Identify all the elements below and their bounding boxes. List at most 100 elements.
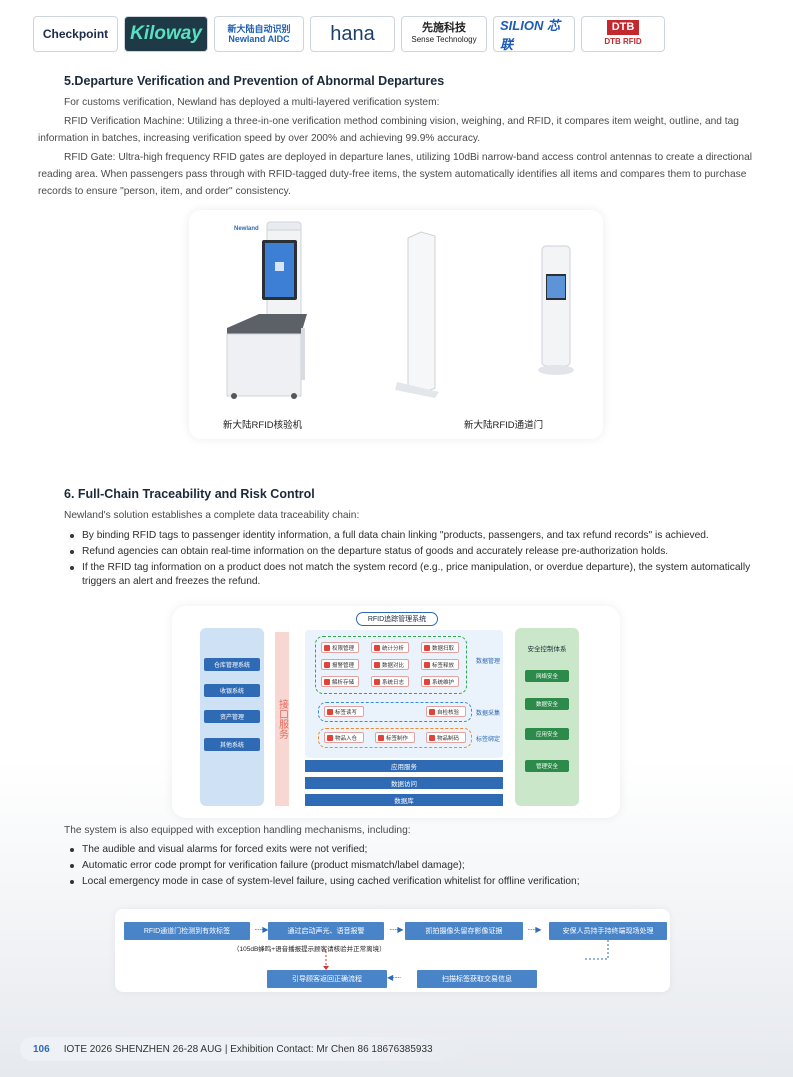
module-label: 物品入仓: [335, 735, 358, 742]
security-item: 管理安全: [525, 760, 569, 772]
product-photo-card: Newland 新大陆RFID核验机 新大陆RFID通道门: [189, 210, 603, 439]
section-6-intro: Newland's solution establishes a complet…: [64, 510, 360, 521]
module-icon: [424, 661, 430, 668]
module-chip: 物品入仓: [324, 732, 364, 743]
layer-data-access: 数据访问: [305, 777, 503, 789]
logo-text: SILION 芯联: [500, 18, 560, 52]
sponsor-logo-bar: Checkpoint Kiloway 新大陆自动识别 Newland AIDC …: [33, 16, 665, 54]
flow-note: （105dB蜂鸣+语音播报提示顾客请核验并正常离境）: [233, 946, 386, 953]
newland-brand-label: Newland: [234, 226, 259, 232]
logo-subtext: Sense Technology: [411, 35, 477, 44]
module-icon: [429, 734, 435, 741]
flow-arrow-icon: ·····▶: [254, 925, 269, 934]
logo-text: Kiloway: [130, 23, 202, 44]
module-chip: 解析存储: [321, 676, 359, 687]
diagram-title-text: RFID追踪管理系统: [367, 616, 427, 623]
architecture-diagram: RFID追踪管理系统 仓库管理系统 收银系统 资产管理 其他系统 接口服务 权限…: [172, 606, 620, 818]
module-label: 标签制作: [386, 735, 409, 742]
section-5-title: 5.Departure Verification and Prevention …: [64, 74, 445, 88]
flow-step: 抓拍摄像头留存影像证据: [405, 922, 523, 940]
section-6-bullet-list: By binding RFID tags to passenger identi…: [62, 529, 757, 591]
logo-text: DTB: [606, 20, 640, 35]
module-label: 权限管理: [332, 645, 355, 652]
newland-logo: 新大陆自动识别 Newland AIDC: [214, 16, 304, 52]
module-icon: [374, 644, 380, 651]
exceptions-bullet-list: The audible and visual alarms for forced…: [62, 843, 757, 891]
group-label-tag-binding: 标签绑定: [476, 737, 501, 743]
logo-text: Checkpoint: [42, 27, 109, 41]
flow-arrow-icon: ◀·····: [387, 973, 402, 982]
module-icon: [324, 661, 330, 668]
module-chip: 系统维护: [421, 676, 459, 687]
module-chip: 数据对比: [371, 659, 409, 670]
module-icon: [424, 678, 430, 685]
product-illustration: [226, 221, 574, 399]
security-item: 应用安全: [525, 728, 569, 740]
sense-logo: 先施科技 Sense Technology: [401, 16, 487, 52]
list-item: Refund agencies can obtain real-time inf…: [62, 545, 757, 559]
module-chip: 数据扫取: [421, 642, 459, 653]
section-6-title: 6. Full-Chain Traceability and Risk Cont…: [64, 487, 315, 501]
section-5-paragraph-2: RFID Gate: Ultra-high frequency RFID gat…: [38, 152, 753, 197]
flow-step: 通过启动声光、语音报警: [268, 922, 384, 940]
module-chip: 物品制码: [426, 732, 466, 743]
diagram-title: RFID追踪管理系统: [356, 612, 438, 626]
module-icon: [324, 678, 330, 685]
module-icon: [374, 661, 380, 668]
module-icon: [429, 708, 435, 715]
module-chip: 报警管理: [321, 659, 359, 670]
section-5-paragraph-1: RFID Verification Machine: Utilizing a t…: [38, 116, 739, 144]
dtb-logo: DTB DTB RFID: [581, 16, 665, 52]
logo-subtext: DTB RFID: [604, 37, 642, 46]
list-item: If the RFID tag information on a product…: [62, 561, 757, 589]
section-5-intro: For customs verification, Newland has de…: [64, 97, 440, 108]
list-item: By binding RFID tags to passenger identi…: [62, 529, 757, 543]
module-label: 物品制码: [437, 735, 460, 742]
external-system: 收银系统: [204, 684, 260, 697]
list-item: The audible and visual alarms for forced…: [62, 843, 757, 857]
module-label: 解析存储: [332, 679, 355, 686]
group-label-data-collection: 数据采集: [476, 711, 501, 717]
page-footer: 106 IOTE 2026 SHENZHEN 26-28 AUG | Exhib…: [20, 1037, 470, 1061]
module-chip: 系统日志: [371, 676, 409, 687]
module-icon: [374, 678, 380, 685]
security-item: 数据安全: [525, 698, 569, 710]
logo-text: 新大陆自动识别: [227, 24, 291, 34]
layer-application-service: 应用服务: [305, 760, 503, 772]
caption-verification-machine: 新大陆RFID核验机: [223, 420, 303, 431]
module-label: 数据对比: [382, 662, 405, 669]
module-label: 报警管理: [332, 662, 355, 669]
interface-service-bar: 接口服务: [275, 632, 289, 806]
page-number: 106: [33, 1043, 50, 1055]
flow-step: 引导顾客返回正确流程: [267, 970, 387, 988]
module-icon: [327, 734, 333, 741]
module-icon: [324, 644, 330, 651]
module-label: 自检核验: [437, 709, 460, 716]
external-system: 仓库管理系统: [204, 658, 260, 671]
module-icon: [378, 734, 384, 741]
external-systems-column: 仓库管理系统 收银系统 资产管理 其他系统: [200, 628, 264, 806]
logo-text: 先施科技: [422, 22, 466, 34]
flow-step: 扫描标签获取交易信息: [417, 970, 537, 988]
external-system: 资产管理: [204, 710, 260, 723]
layer-database: 数据库: [305, 794, 503, 806]
list-item: Automatic error code prompt for verifica…: [62, 859, 757, 873]
flow-connectors: [323, 940, 609, 970]
module-chip: 统计分析: [371, 642, 409, 653]
data-management-group: [315, 636, 467, 694]
module-chip: 权限管理: [321, 642, 359, 653]
flow-step: 安保人员持手持终端现场处理: [549, 922, 667, 940]
module-chip: 标签读写: [324, 706, 364, 717]
module-label: 标签释放: [432, 662, 455, 669]
module-chip: 标签制作: [375, 732, 415, 743]
module-label: 系统日志: [382, 679, 405, 686]
external-system: 其他系统: [204, 738, 260, 751]
flow-arrow-icon: ·····▶: [527, 925, 542, 934]
hana-logo: hana: [310, 16, 395, 52]
silion-logo: SILION 芯联: [493, 16, 575, 52]
group-label-data-management: 数据管理: [476, 659, 501, 665]
security-item: 网络安全: [525, 670, 569, 682]
list-item: Local emergency mode in case of system-l…: [62, 875, 757, 889]
caption-rfid-gate: 新大陆RFID通道门: [464, 420, 544, 431]
module-label: 标签读写: [335, 709, 358, 716]
